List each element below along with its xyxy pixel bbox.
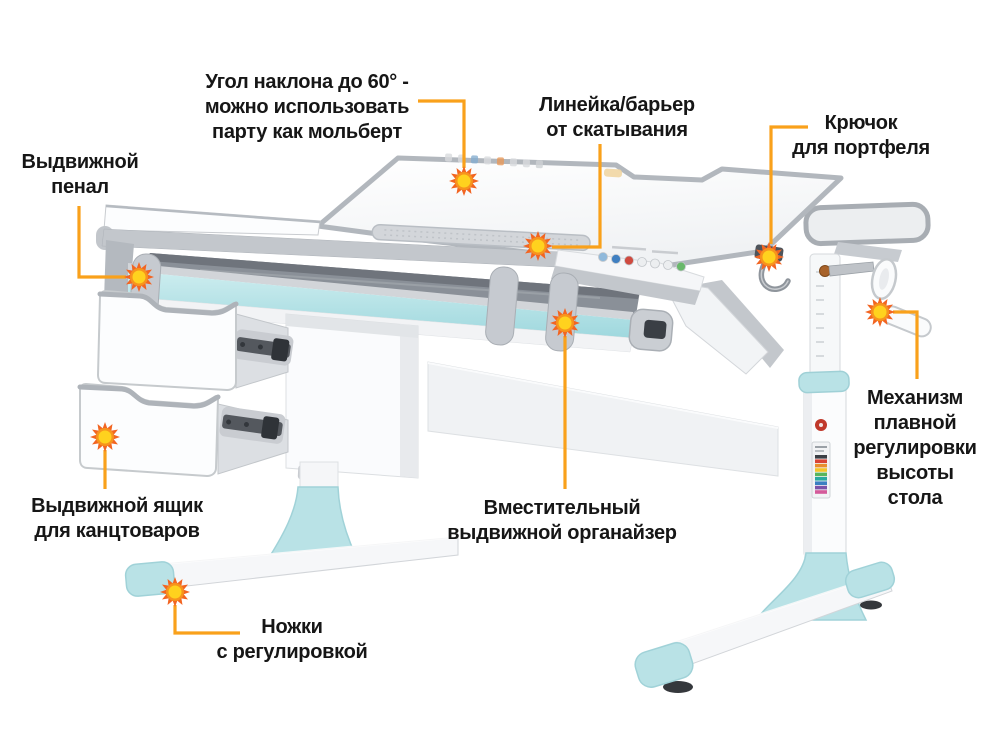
drawer-slide-rail — [233, 329, 294, 366]
connector-ruler-barrier — [552, 144, 602, 249]
left-leg — [124, 461, 459, 597]
label-ruler-barrier: Линейка/барьер от скатывания — [539, 94, 695, 141]
front-strip-icons — [598, 245, 686, 272]
left-leg-skirt — [268, 486, 358, 557]
height-clamp — [798, 370, 850, 394]
height-scale-sticker — [811, 441, 831, 499]
left-desktop — [103, 204, 321, 236]
label-tilt-angle: Угол наклона до 60° - можно использовать… — [204, 71, 410, 143]
desktop-print-icons — [444, 153, 543, 169]
crank-handle — [819, 258, 932, 338]
label-height-mechanism: Механизм плавной регулировки высоты стол… — [853, 387, 977, 509]
callout-connectors — [77, 99, 919, 635]
label-stationery-drawer: Выдвижной ящик для канцтоваров — [31, 495, 203, 542]
right-leg-base — [634, 552, 896, 693]
connector-pencil-tray — [77, 206, 126, 279]
right-leg-column — [798, 253, 850, 559]
label-bag-hook: Крючок для портфеля — [792, 112, 930, 159]
drawer-cabinet — [285, 313, 419, 481]
connector-tilt-angle — [418, 99, 466, 168]
brand-sticker — [603, 168, 623, 178]
label-pencil-tray: Выдвижной пенал — [21, 151, 139, 198]
upper-drawer — [97, 290, 294, 391]
organizer-panel — [427, 361, 779, 477]
side-shelf — [803, 201, 931, 262]
beam-end-cap — [628, 308, 674, 352]
lower-drawer — [77, 383, 289, 477]
label-organizer: Вместительный выдвижной органайзер — [447, 497, 677, 544]
desktop-front-edge — [96, 226, 705, 305]
drawer-slide-rail — [219, 406, 286, 444]
connector-height-mechanism — [893, 310, 919, 379]
connector-adjustable-feet — [173, 605, 240, 635]
label-adjustable-feet: Ножки с регулировкой — [216, 616, 368, 663]
connector-bag-hook — [769, 125, 808, 244]
